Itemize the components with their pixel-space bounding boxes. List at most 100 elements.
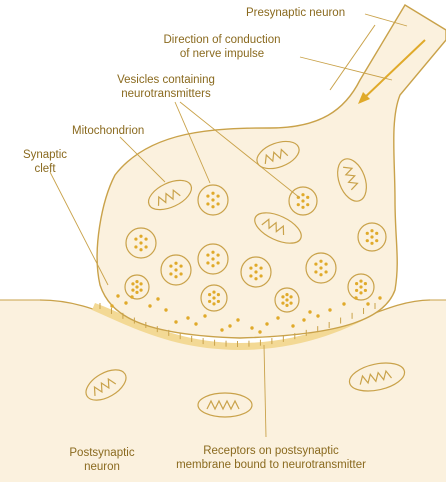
neurotransmitter-dots	[110, 294, 382, 334]
neurotransmitter-dot	[289, 295, 293, 299]
neurotransmitter-dot	[319, 259, 323, 263]
neurotransmitter-dot	[216, 261, 220, 265]
neurotransmitter-dot	[254, 270, 258, 274]
neurotransmitter-dot	[211, 264, 215, 268]
neurotransmitter-dot	[324, 262, 328, 266]
neurotransmitter-dot	[194, 322, 198, 326]
neurotransmitter-dot	[306, 203, 310, 207]
neurotransmitter-dot	[139, 248, 143, 252]
neurotransmitter-dot	[285, 293, 289, 297]
neurotransmitter-dot	[211, 191, 215, 195]
neurotransmitter-dot	[370, 229, 374, 233]
neurotransmitter-dot	[285, 303, 289, 307]
neurotransmitter-dot	[236, 318, 240, 322]
neurotransmitter-dot	[301, 199, 305, 203]
neurotransmitter-dot	[285, 298, 289, 302]
receptor-band	[92, 303, 378, 350]
label-postsynaptic-line1: Postsynaptic	[69, 447, 135, 459]
presynaptic-terminal	[96, 4, 446, 339]
neurotransmitter-dot	[366, 302, 370, 306]
neurotransmitter-dot	[174, 268, 178, 272]
neurotransmitter-dot	[355, 288, 359, 293]
presynaptic-mitochondria	[147, 140, 367, 244]
neurotransmitter-dot	[301, 193, 305, 197]
neurotransmitter-dot	[281, 295, 285, 299]
neurotransmitter-dot	[375, 231, 379, 235]
neurotransmitter-dot	[249, 266, 253, 270]
neurotransmitter-dot	[174, 261, 178, 265]
label-synaptic-cleft: Synaptic cleft	[18, 148, 72, 176]
neurotransmitter-dot	[359, 279, 363, 283]
neurotransmitter-dot	[206, 253, 210, 257]
neurotransmitter-dot	[363, 288, 367, 293]
neurotransmitter-dot	[359, 291, 363, 295]
neurotransmitter-dot	[342, 302, 346, 306]
neurotransmitter-dot	[156, 297, 160, 301]
label-vesicles-line2: neurotransmitters	[121, 88, 211, 100]
label-receptors-line1: Receptors on postsynaptic	[203, 445, 339, 457]
neurotransmitter-dot	[139, 282, 143, 286]
label-impulse-direction-line2: of nerve impulse	[179, 48, 265, 60]
neurotransmitter-dot	[211, 257, 215, 261]
neurotransmitter-dot	[179, 272, 183, 276]
neurotransmitter-dot	[314, 262, 318, 266]
label-presynaptic-neuron: Presynaptic neuron	[246, 7, 346, 19]
leader-lines	[49, 13, 408, 438]
neurotransmitter-dot	[289, 301, 293, 305]
neurotransmitter-dot	[144, 245, 148, 249]
neurotransmitter-dot	[370, 235, 374, 239]
neurotransmitter-dot	[135, 285, 139, 289]
label-impulse-direction-line1: Direction of conduction	[163, 34, 281, 46]
neurotransmitter-dot	[276, 316, 280, 320]
neurotransmitter-dot	[324, 270, 328, 274]
neurotransmitter-dot	[179, 264, 183, 268]
neurotransmitter-dot	[206, 194, 210, 198]
neurotransmitter-dot	[306, 195, 310, 199]
neurotransmitter-dot	[212, 302, 216, 306]
neurotransmitter-dot	[135, 280, 139, 284]
label-receptors-line2: membrane bound to neurotransmitter	[176, 459, 366, 471]
neurotransmitter-dot	[308, 310, 312, 314]
label-synaptic-cleft-line2: cleft	[34, 163, 56, 175]
neurotransmitter-dot	[354, 296, 358, 300]
neurotransmitter-dot	[211, 205, 215, 209]
label-postsynaptic-line2: neuron	[84, 461, 120, 473]
neurotransmitter-dot	[148, 304, 152, 308]
neurotransmitter-dot	[211, 198, 215, 202]
neurotransmitter-dot	[116, 294, 120, 298]
neurotransmitter-dot	[139, 241, 143, 245]
neurotransmitter-dot	[208, 299, 212, 304]
neurotransmitter-dot	[265, 322, 269, 326]
neurotransmitter-dot	[216, 292, 220, 297]
neurotransmitter-dot	[258, 330, 262, 334]
label-receptors: Receptors on postsynaptic membrane bound…	[168, 444, 374, 472]
neurotransmitter-dot	[110, 304, 114, 308]
label-vesicles: Vesicles containing neurotransmitters	[92, 73, 240, 101]
neurotransmitter-dot	[220, 328, 224, 332]
neurotransmitter-dot	[365, 231, 369, 235]
neurotransmitter-dot	[186, 316, 190, 320]
neurotransmitter-dot	[216, 299, 220, 304]
neurotransmitter-dot	[375, 239, 379, 243]
impulse-arrow-icon	[358, 92, 370, 104]
neurotransmitter-dot	[164, 308, 168, 312]
label-mitochondrion: Mitochondrion	[72, 125, 145, 137]
neurotransmitter-dot	[208, 292, 212, 297]
neurotransmitter-dot	[203, 314, 207, 318]
neurotransmitter-dot	[378, 296, 382, 300]
label-impulse-direction: Direction of conduction of nerve impulse	[144, 33, 300, 61]
neurotransmitter-dot	[319, 266, 323, 270]
neurotransmitter-dot	[206, 202, 210, 206]
neurotransmitter-dot	[250, 326, 254, 330]
neurotransmitter-dot	[134, 245, 138, 249]
neurotransmitter-dot	[328, 308, 332, 312]
neurotransmitter-dot	[139, 234, 143, 238]
neurotransmitter-dot	[169, 272, 173, 276]
neurotransmitter-dot	[355, 281, 359, 286]
neurotransmitter-dot	[174, 275, 178, 279]
neurotransmitter-dot	[212, 290, 216, 294]
neurotransmitter-dot	[174, 320, 178, 324]
neurotransmitter-dot	[359, 285, 363, 289]
neurotransmitter-dot	[314, 270, 318, 274]
